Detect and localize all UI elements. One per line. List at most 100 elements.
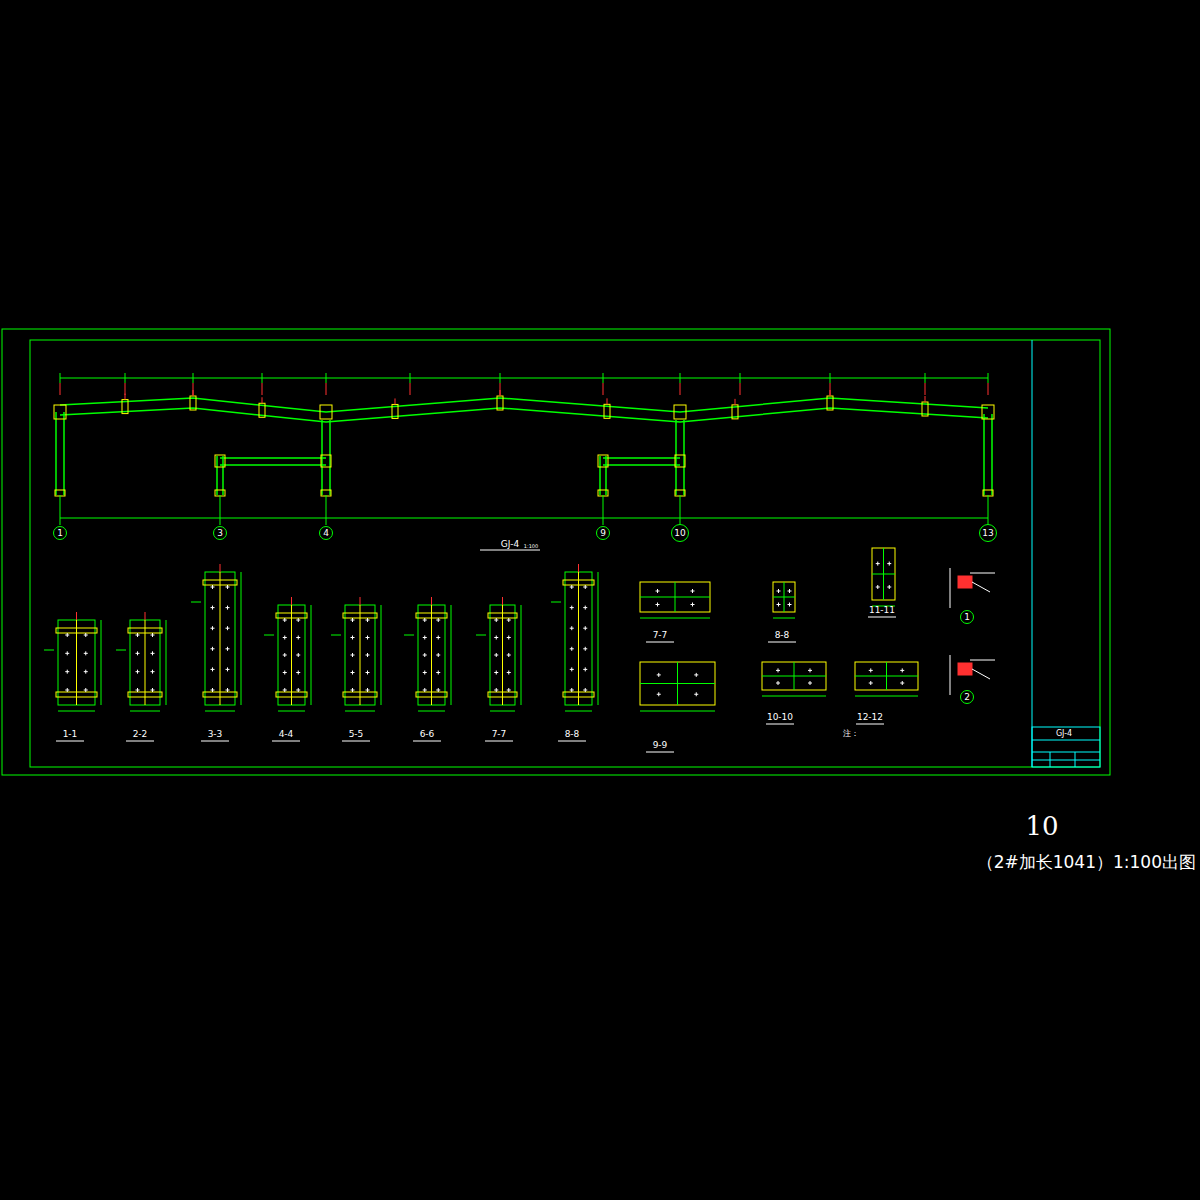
bolt-mark: [438, 636, 439, 640]
bubble-text: 4: [323, 529, 329, 538]
bolt-mark: [284, 671, 285, 675]
stiffener-line: [675, 582, 676, 612]
dimension-tick: [500, 373, 501, 383]
label-underline: [272, 741, 300, 742]
bolt-mark: [67, 688, 68, 692]
dimension-line: [166, 620, 167, 705]
plate-plan: [640, 662, 715, 705]
dimension-line: [205, 711, 235, 712]
end-plate-section: [205, 572, 235, 705]
stiffener-line: [794, 662, 795, 690]
label-text: 10: [1025, 811, 1058, 841]
dimension-line: [58, 711, 95, 712]
bolt-mark: [508, 636, 509, 640]
bolt-mark: [496, 636, 497, 640]
bolt-mark: [585, 667, 586, 671]
label-text: 8-8: [565, 729, 580, 739]
bolt-mark: [352, 688, 353, 692]
label-text: 5-5: [349, 729, 364, 739]
bolt-mark: [658, 673, 659, 677]
label-underline: [558, 741, 586, 742]
bolt-mark: [585, 606, 586, 610]
detail-callout: 2: [960, 690, 974, 704]
sheet-number: 10: [1025, 813, 1058, 839]
leader-line: [431, 597, 432, 605]
bolt-mark: [508, 653, 509, 657]
leader-line: [116, 650, 126, 651]
bolt-mark: [657, 589, 658, 593]
dimension-leader: [500, 383, 501, 395]
column-flange: [991, 414, 993, 495]
title-underline: [480, 550, 540, 551]
bolt-mark: [85, 670, 86, 674]
dimension-line: [130, 711, 160, 712]
splice-plate: [259, 403, 265, 417]
dimension-line: [278, 711, 305, 712]
dimension-leader: [410, 383, 411, 395]
dimension-tick: [988, 373, 989, 383]
dimension-line: [640, 711, 715, 712]
label-text: 4-4: [279, 729, 294, 739]
dimension-tick: [326, 373, 327, 383]
label-text: 6-6: [420, 729, 435, 739]
bolt-mark: [571, 585, 572, 589]
column-flange: [983, 414, 985, 495]
bolt-mark: [585, 626, 586, 630]
bolt-mark: [212, 667, 213, 671]
bolt-mark: [367, 636, 368, 640]
bolt-mark: [352, 636, 353, 640]
label-underline: [342, 741, 370, 742]
drawing-label: 7-7: [653, 631, 668, 640]
axis-line: [680, 495, 681, 525]
axis-bubble: 13: [979, 524, 997, 542]
label-underline: [856, 724, 884, 725]
end-plate-section: [565, 572, 592, 705]
stiffener-line: [784, 582, 785, 612]
axis-bubble: 1: [53, 526, 67, 540]
bolt-mark: [227, 667, 228, 671]
leader-line: [476, 635, 486, 636]
title-block-line: [1032, 752, 1100, 753]
bolt-mark: [424, 688, 425, 692]
title-block-line: [1032, 740, 1100, 741]
bolt-mark: [152, 633, 153, 637]
splice-plate: [827, 396, 833, 410]
bolt-mark: [367, 618, 368, 622]
bolt-mark: [67, 670, 68, 674]
splice-plate: [392, 404, 398, 418]
leader-line: [551, 602, 561, 603]
bolt-mark: [367, 653, 368, 657]
column-flange: [216, 456, 218, 495]
bolt-mark: [212, 688, 213, 692]
web-line: [76, 620, 77, 705]
axis-bubble: 3: [213, 526, 227, 540]
dimension-tick: [603, 373, 604, 383]
haunch-joint: [982, 405, 994, 419]
bubble-text: 1: [57, 529, 63, 538]
web-line: [502, 605, 503, 705]
label-underline: [646, 752, 674, 753]
leader-line: [578, 564, 579, 572]
bolt-mark: [298, 688, 299, 692]
label-text: 11-11: [869, 605, 895, 615]
label-underline: [413, 741, 441, 742]
bolt-mark: [870, 668, 871, 672]
bolt-mark: [67, 651, 68, 655]
label-text: 9-9: [653, 740, 668, 750]
bolt-mark: [585, 647, 586, 651]
splice-plate: [497, 396, 503, 410]
bolt-mark: [67, 633, 68, 637]
bolt-mark: [367, 671, 368, 675]
bolt-mark: [571, 688, 572, 692]
bolt-mark: [284, 653, 285, 657]
web-line: [291, 605, 292, 705]
leader-line: [145, 612, 146, 620]
bolt-mark: [352, 618, 353, 622]
haunch-joint: [320, 405, 332, 419]
bolt-mark: [571, 606, 572, 610]
bolt-mark: [438, 618, 439, 622]
bolt-mark: [585, 688, 586, 692]
plate-plan: [872, 548, 895, 600]
drawing-frame: [30, 340, 1100, 767]
